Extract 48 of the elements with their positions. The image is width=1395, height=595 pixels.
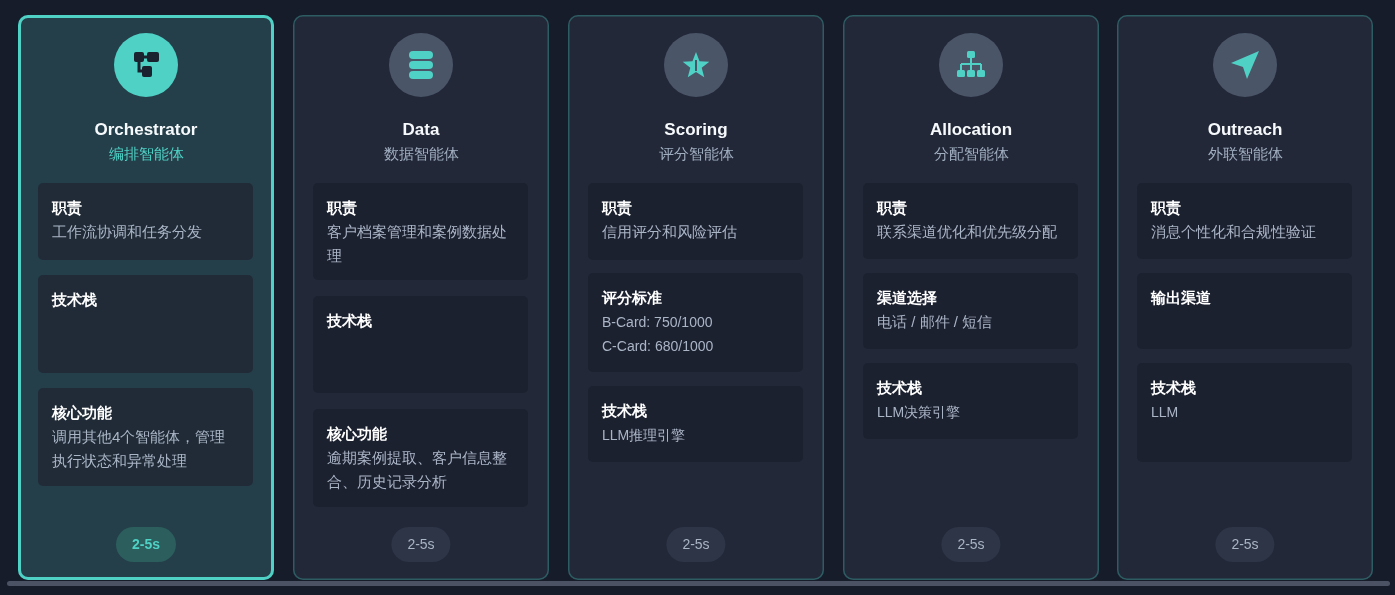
card-title: Outreach [1207, 119, 1283, 141]
section-text: B-Card: 750/1000 [602, 313, 714, 332]
section-heading: 职责 [602, 198, 633, 218]
card-title: Allocation [929, 119, 1013, 141]
section-heading: 核心功能 [327, 424, 388, 444]
section-text: LLM推理引擎 [602, 426, 687, 445]
agent-card [843, 15, 1099, 580]
section-heading: 技术栈 [52, 290, 98, 310]
duration-tag: 2-5s [1215, 527, 1275, 562]
section-heading: 技术栈 [602, 401, 648, 421]
duration-tag: 2-5s [666, 527, 726, 562]
section-heading: 职责 [52, 198, 83, 218]
agent-card [1117, 15, 1373, 580]
section-text: LLM [1151, 403, 1180, 422]
card-title: Orchestrator [94, 119, 198, 141]
duration-tag: 2-5s [941, 527, 1001, 562]
duration-tag: 2-5s [391, 527, 451, 562]
section-text: LLM决策引擎 [877, 403, 962, 422]
agent-card [568, 15, 824, 580]
section-text: 电话 / 邮件 / 短信 [877, 312, 993, 332]
card-subtitle: 分配智能体 [933, 144, 1009, 164]
section-text: 客户档案管理和案例数据处理 [327, 222, 508, 266]
section-heading: 评分标准 [602, 288, 663, 308]
card-subtitle: 数据智能体 [383, 144, 459, 164]
section-heading: 输出渠道 [1151, 288, 1212, 308]
agent-card [293, 15, 549, 580]
card-subtitle: 编排智能体 [108, 144, 184, 164]
duration-tag: 2-5s [116, 527, 176, 562]
section-text: 逾期案例提取、客户信息整合、历史记录分析 [327, 448, 508, 492]
section-text: 调用其他4个智能体，管理执行状态和异常处理 [52, 427, 227, 471]
section-heading: 技术栈 [1151, 378, 1197, 398]
section-heading: 技术栈 [877, 378, 923, 398]
agent-card [18, 15, 274, 580]
section-text: 工作流协调和任务分发 [52, 222, 203, 242]
section-text: 联系渠道优化和优先级分配 [877, 222, 1058, 242]
section-heading: 职责 [877, 198, 908, 218]
card-subtitle: 评分智能体 [658, 144, 734, 164]
section-heading: 核心功能 [52, 403, 113, 423]
section-heading: 职责 [1151, 198, 1182, 218]
card-title: Scoring [664, 119, 728, 141]
card-subtitle: 外联智能体 [1207, 144, 1283, 164]
card-title: Data [402, 119, 440, 141]
section-text: C-Card: 680/1000 [602, 337, 715, 356]
section-heading: 渠道选择 [877, 288, 938, 308]
section-text: 信用评分和风险评估 [602, 222, 738, 242]
section-heading: 技术栈 [327, 311, 373, 331]
section-text: 消息个性化和合规性验证 [1151, 222, 1317, 242]
section-heading: 职责 [327, 198, 358, 218]
